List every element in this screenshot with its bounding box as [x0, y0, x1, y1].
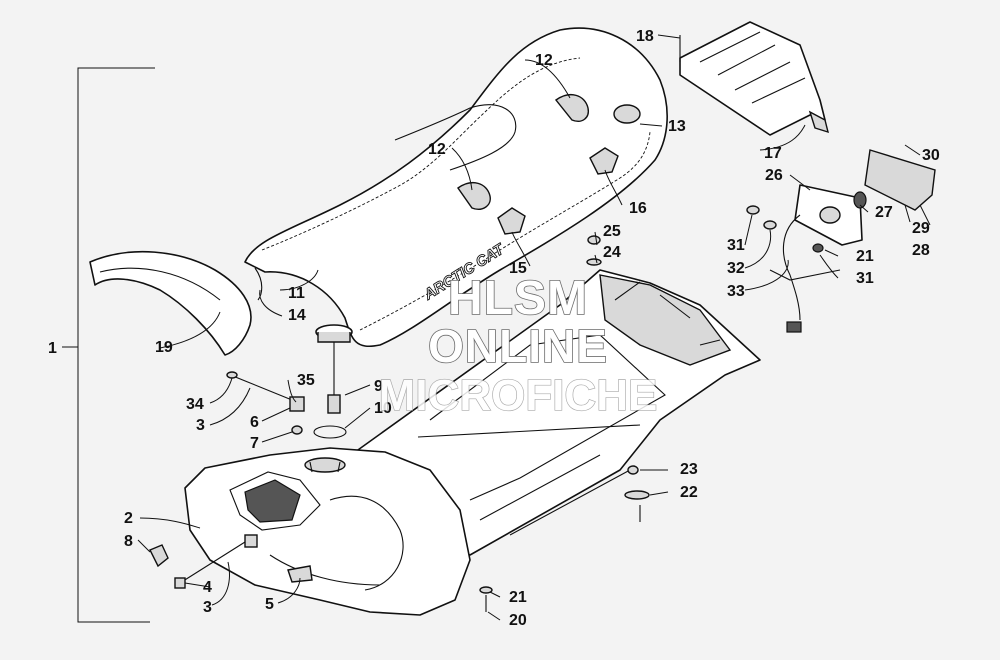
callout-17: 17: [764, 145, 782, 162]
callout-6: 6: [250, 414, 259, 431]
assembly-bracket: [62, 67, 155, 623]
callout-20: 20: [509, 612, 527, 629]
watermark-line-1: HLSM: [448, 272, 588, 325]
seat-knobs: [497, 104, 641, 235]
callout-22: 22: [680, 484, 698, 501]
callout-15: 15: [509, 260, 527, 277]
taillight-assembly: [746, 149, 936, 333]
rear-fender: [89, 250, 252, 356]
callout-10: 10: [374, 400, 392, 417]
watermark-line-3: MICROFICHE: [379, 371, 658, 420]
callout-14: 14: [288, 307, 306, 324]
callout-30: 30: [922, 147, 940, 164]
callout-9: 9: [374, 378, 383, 395]
callout-25: 25: [603, 223, 621, 240]
watermark-line-2: ONLINE: [428, 320, 608, 372]
callout-33: 33: [727, 283, 745, 300]
callout-12-lower: 12: [428, 141, 446, 158]
leader-lines: [137, 34, 931, 621]
callout-21-lower: 21: [509, 589, 527, 606]
callout-21-right: 21: [856, 248, 874, 265]
callout-2: 2: [124, 510, 133, 527]
callout-26: 26: [765, 167, 783, 184]
callout-35: 35: [297, 372, 315, 389]
callout-11: 11: [288, 285, 305, 302]
callout-16: 16: [629, 200, 647, 217]
callout-29: 29: [912, 220, 930, 237]
callout-12-upper: 12: [535, 52, 553, 69]
callout-31-right: 31: [856, 270, 874, 287]
rear-bracket: [679, 21, 829, 136]
callout-13: 13: [668, 118, 686, 135]
callout-27: 27: [875, 204, 893, 221]
callout-23: 23: [680, 461, 698, 478]
callout-18: 18: [636, 28, 654, 45]
callout-3-upper: 3: [196, 417, 205, 434]
callout-28: 28: [912, 242, 930, 259]
callout-1: 1: [48, 340, 57, 357]
callout-19: 19: [155, 339, 173, 356]
callout-34: 34: [186, 396, 204, 413]
callout-7: 7: [250, 435, 259, 452]
callout-31-left: 31: [727, 237, 745, 254]
callout-labels: 1 2 3 3 4 5 6 7 8 9 10 11 12 12 13 14 15…: [48, 28, 940, 629]
gas-tank: [184, 447, 471, 616]
callout-3-lower: 3: [203, 599, 212, 616]
callout-8: 8: [124, 533, 133, 550]
fuel-fittings: [149, 371, 313, 589]
watermark: HLSM ONLINE MICROFICHE: [378, 271, 658, 420]
callout-32: 32: [727, 260, 745, 277]
hardware: [479, 35, 681, 612]
callout-24: 24: [603, 244, 621, 261]
gas-cap: [313, 324, 353, 439]
callout-5: 5: [265, 596, 274, 613]
callout-4: 4: [203, 579, 212, 596]
